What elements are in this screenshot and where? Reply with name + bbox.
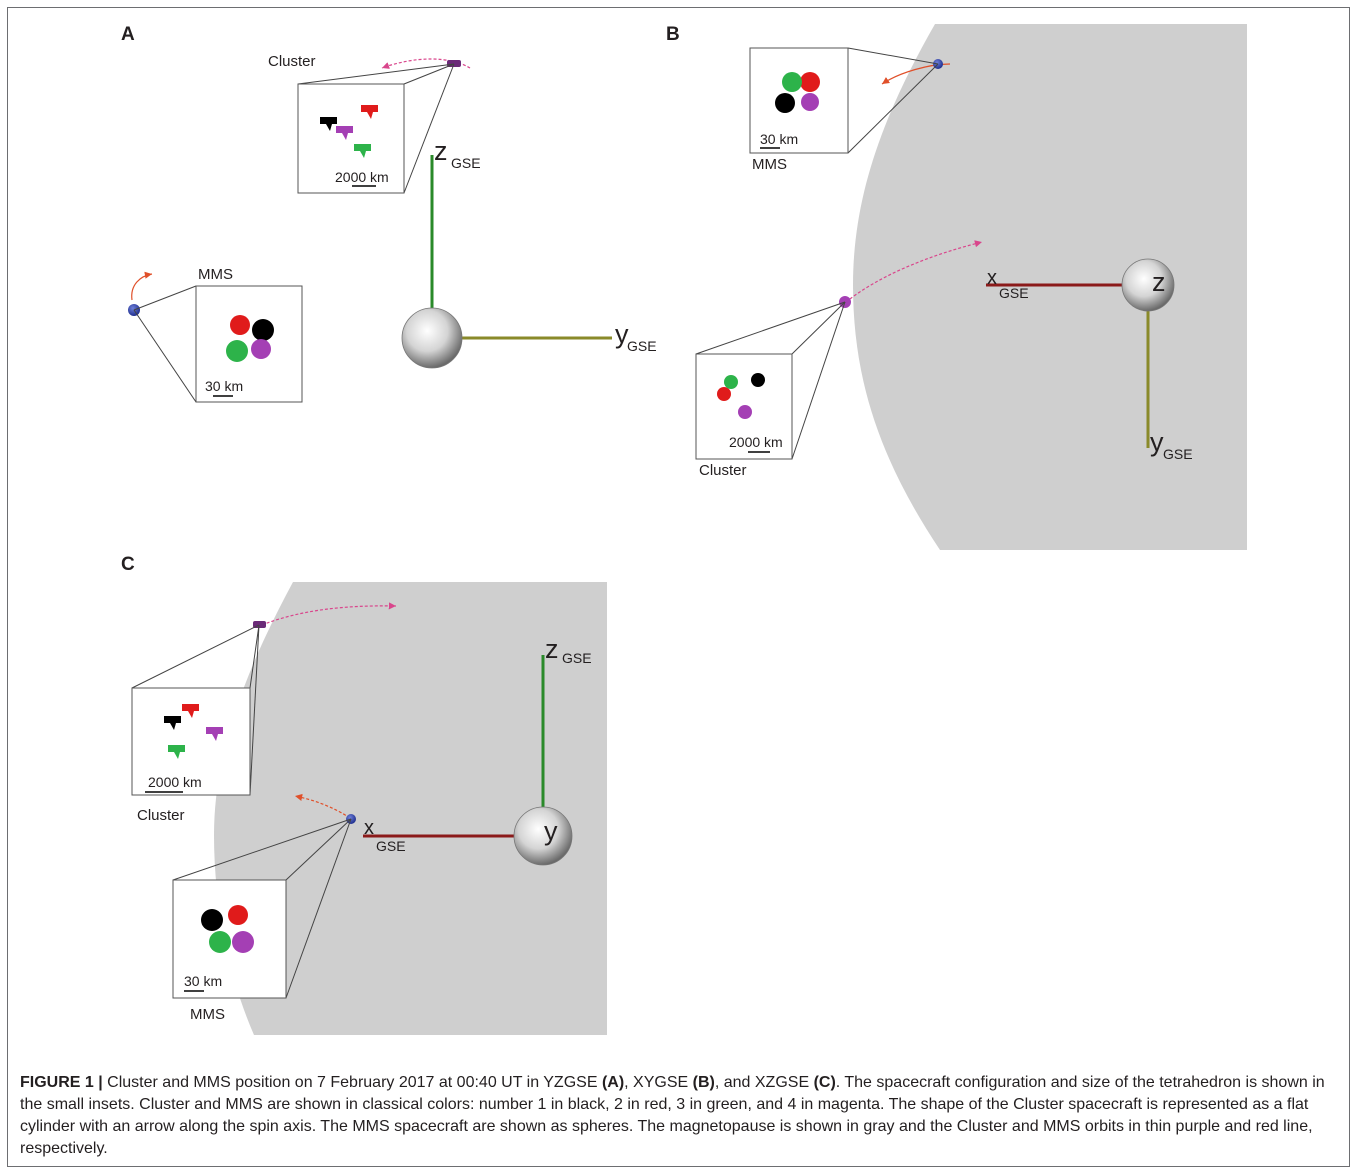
cluster-sc3-b [724, 375, 738, 389]
projection-line [131, 624, 260, 689]
projection-line [403, 63, 455, 194]
caption-ref-c: (C) [813, 1074, 836, 1091]
projection-line [695, 301, 846, 355]
cluster-label-c: Cluster [137, 807, 185, 824]
x-axis-label-b: x [987, 267, 997, 289]
mms-sc2-a [230, 315, 250, 335]
mms-sc1-c [201, 909, 223, 931]
x-axis-sub-c: GSE [376, 838, 406, 854]
z-axis-label-c: z [545, 634, 559, 664]
mms-label-b: MMS [752, 156, 787, 173]
panel-a: A Cluster 2000 km z GSE y GSE [121, 24, 657, 403]
mms-sc4-b [801, 93, 819, 111]
z-axis-sub-a: GSE [451, 155, 481, 171]
y-axis-label-a: y [615, 319, 629, 349]
panel-a-letter: A [121, 24, 135, 45]
earth-c [513, 806, 573, 866]
cluster-sc2-c [182, 704, 199, 718]
earth-a [401, 307, 463, 369]
earth-axis-label-b: z [1152, 267, 1166, 297]
x-axis-label-c: x [364, 817, 374, 839]
panel-b-letter: B [666, 24, 680, 45]
projection-line [297, 63, 455, 85]
caption-text: . The spacecraft configuration and size … [20, 1074, 1325, 1157]
cluster-sc2-b [717, 387, 731, 401]
y-axis-label-b: y [1150, 427, 1164, 457]
mms-orbit-a [131, 271, 153, 301]
projection-line [791, 301, 846, 355]
mms-inset-a [195, 285, 303, 403]
mms-sc2-b [800, 72, 820, 92]
projection-line [847, 47, 939, 65]
mms-sc1-a [252, 319, 274, 341]
mms-scale-c: 30 km [184, 973, 222, 989]
mms-label-a: MMS [198, 266, 233, 283]
cluster-sc4-c [206, 727, 223, 741]
panel-c: C Cluster 2000 km MMS [121, 554, 607, 1035]
mms-orbit-b [881, 63, 951, 85]
cluster-scale-b: 2000 km [729, 434, 783, 450]
mms-scale-b: 30 km [760, 131, 798, 147]
z-axis-label-a: z [434, 136, 448, 166]
mms-sc3-b [782, 72, 802, 92]
magnetopause-b [853, 24, 1247, 550]
cluster-inset-a [297, 83, 405, 194]
projection-line [791, 301, 846, 460]
y-axis-sub-b: GSE [1163, 446, 1193, 462]
cluster-label-a: Cluster [268, 53, 316, 70]
panel-c-letter: C [121, 554, 135, 575]
cluster-sc4-b [738, 405, 752, 419]
mms-scale-a: 30 km [205, 378, 243, 394]
projection-line [249, 624, 260, 796]
projection-line [285, 818, 352, 999]
earth-axis-label-c: y [544, 816, 558, 846]
mms-sc1-b [775, 93, 795, 113]
figure-graphic: A Cluster 2000 km z GSE y GSE [121, 24, 1247, 1035]
caption-text: , XYGSE [624, 1074, 693, 1091]
figure-frame [7, 7, 1350, 1167]
cluster-sc3-c [168, 745, 185, 759]
projection-line [847, 63, 939, 154]
caption-ref-b: (B) [692, 1074, 715, 1091]
projection-line [172, 818, 352, 881]
cluster-scale-c: 2000 km [148, 774, 202, 790]
projection-line [249, 624, 260, 689]
earth-b [1121, 258, 1175, 312]
caption-text: , and XZGSE [714, 1074, 814, 1091]
caption-text: Cluster and MMS position on 7 February 2… [102, 1074, 602, 1091]
y-axis-sub-a: GSE [627, 338, 657, 354]
mms-inset-b [749, 47, 849, 154]
cluster-sc4-a [336, 126, 353, 140]
mms-sc3-a [226, 340, 248, 362]
mms-sc4-c [232, 931, 254, 953]
mms-sc2-c [228, 905, 248, 925]
cluster-label-b: Cluster [699, 462, 747, 479]
caption-label: FIGURE 1 | [20, 1074, 103, 1091]
cluster-sc3-a [354, 144, 371, 158]
mms-label-c: MMS [190, 1006, 225, 1023]
x-axis-sub-b: GSE [999, 285, 1029, 301]
projection-line [133, 285, 197, 311]
z-axis-sub-c: GSE [562, 650, 592, 666]
projection-line [133, 309, 197, 403]
magnetopause-c [214, 582, 607, 1035]
panel-b: B MMS 30 km Cluster 2000 km x GSE [666, 24, 1247, 550]
cluster-sc1-a [320, 117, 337, 131]
mms-sc3-c [209, 931, 231, 953]
cluster-orbit-b [845, 240, 983, 303]
mms-sc4-a [251, 339, 271, 359]
cluster-sc1-c [164, 716, 181, 730]
cluster-sc1-b [751, 373, 765, 387]
figure-caption: FIGURE 1 | Cluster and MMS position on 7… [20, 1072, 1338, 1160]
cluster-orbit-a [381, 58, 471, 69]
cluster-sc2-a [361, 105, 378, 119]
projection-line [285, 818, 352, 881]
projection-line [403, 63, 455, 85]
cluster-scale-a: 2000 km [335, 169, 389, 185]
caption-ref-a: (A) [601, 1074, 625, 1091]
